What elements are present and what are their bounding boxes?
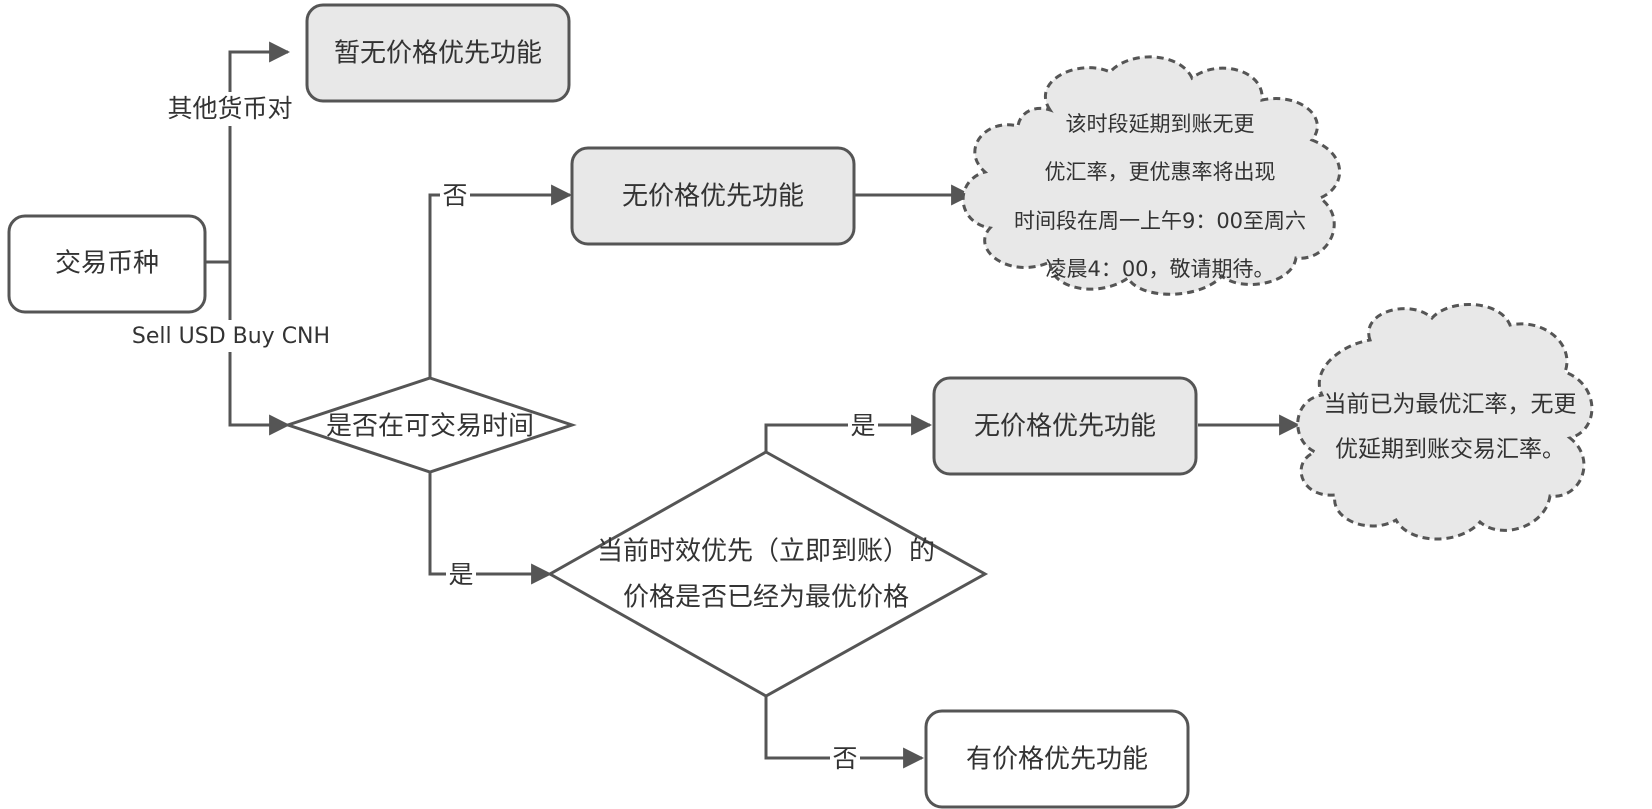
node-trade-currency-label: 交易币种 (55, 249, 159, 279)
node-tradable-time-question[interactable]: 是否在可交易时间 (283, 376, 577, 474)
cloud-delay-notice-line4: 凌晨4：00，敬请期待。 (1045, 257, 1274, 281)
connector-tradable-no (428, 184, 573, 378)
label-sell-usd-buy-cnh: Sell USD Buy CNH (132, 324, 330, 349)
node-best-price-question-line2: 价格是否已经为最优价格 (623, 583, 909, 613)
cloud-delay-notice: 该时段延期到账无更 优汇率，更优惠率将出现 时间段在周一上午9：00至周六 凌晨… (961, 55, 1342, 296)
label-yes-1: 是 (448, 560, 473, 589)
cloud-delay-notice-line1: 该时段延期到账无更 (1066, 112, 1255, 136)
node-has-price-priority[interactable]: 有价格优先功能 (924, 709, 1190, 809)
connector-tradable-yes (428, 472, 553, 585)
node-best-price-question-line1: 当前时效优先（立即到账）的 (597, 537, 935, 567)
node-has-price-priority-label: 有价格优先功能 (966, 745, 1148, 775)
label-yes-2: 是 (850, 411, 875, 440)
label-yes-2-bg (848, 410, 878, 442)
node-trade-currency[interactable]: 交易币种 (7, 214, 207, 314)
label-sell-usd-buy-cnh-bg (122, 320, 340, 352)
label-no-2-bg (830, 743, 860, 775)
connector-branch-bottom (228, 262, 291, 436)
cloud-delay-notice-line2: 优汇率，更优惠率将出现 (1045, 160, 1276, 184)
node-no-price-priority-top[interactable]: 暂无价格优先功能 (305, 3, 571, 103)
cloud-delay-notice-line3: 时间段在周一上午9：00至周六 (1014, 209, 1306, 233)
connector-best-no (764, 696, 925, 769)
node-best-price-question[interactable]: 当前时效优先（立即到账）的 价格是否已经为最优价格 (546, 450, 989, 698)
label-no-1: 否 (442, 181, 467, 210)
node-tradable-time-question-label: 是否在可交易时间 (326, 412, 534, 442)
label-yes-1-bg (446, 559, 476, 591)
node-no-price-priority-right-label: 无价格优先功能 (974, 412, 1156, 442)
node-no-price-priority-mid[interactable]: 无价格优先功能 (570, 146, 856, 246)
node-no-price-priority-right[interactable]: 无价格优先功能 (932, 376, 1198, 476)
label-other-pairs: 其他货币对 (167, 94, 292, 123)
label-no-1-bg (440, 180, 470, 212)
label-no-2: 否 (832, 744, 857, 773)
node-no-price-priority-mid-label: 无价格优先功能 (622, 182, 804, 212)
connector-branch-top (228, 41, 291, 262)
label-other-pairs-bg (160, 92, 300, 126)
cloud-best-rate-notice-line1: 当前已为最优汇率，无更 (1324, 392, 1577, 418)
cloud-best-rate-notice-line2: 优延期到账交易汇率。 (1335, 437, 1565, 463)
node-no-price-priority-top-label: 暂无价格优先功能 (334, 39, 542, 69)
cloud-best-rate-notice: 当前已为最优汇率，无更 优延期到账交易汇率。 (1296, 302, 1594, 541)
